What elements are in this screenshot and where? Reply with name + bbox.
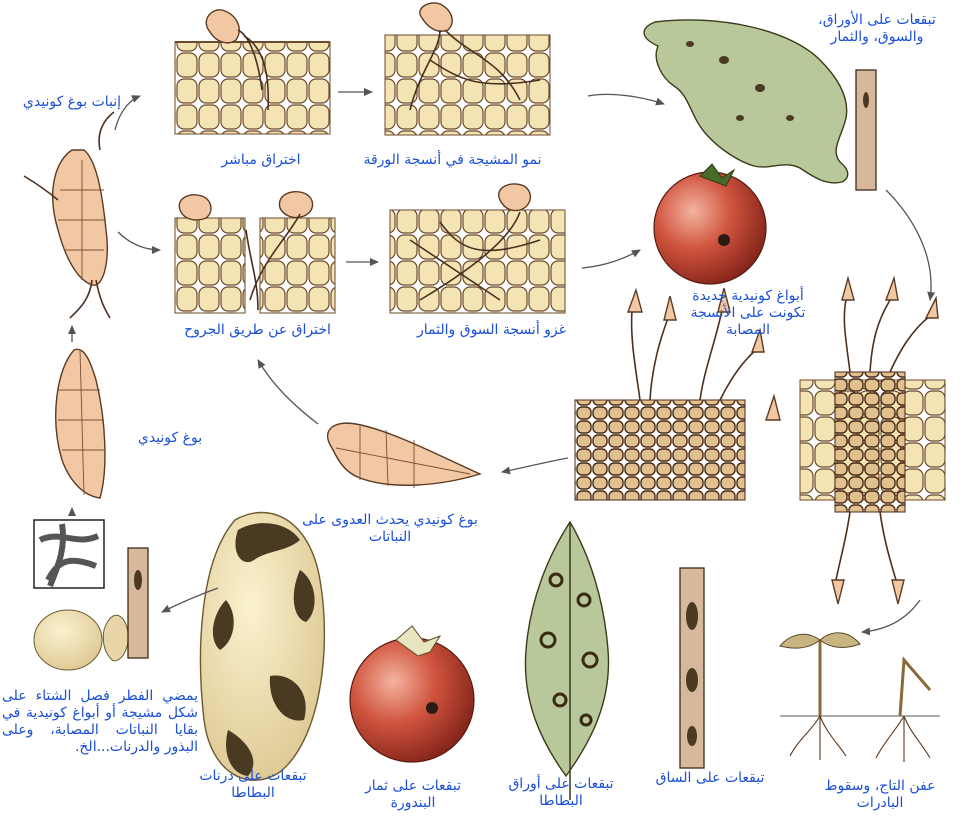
germinating-conidium-illustration [24,112,114,318]
overwintering-illustration [34,520,148,670]
label-overwintering: يمضي الفطر فصل الشتاء على شكل مشيجة أو أ… [2,688,198,756]
label-potato-leaf-lesions: تبقعات على أوراق البطاطا [496,776,626,810]
label-direct-penetration: اختراق مباشر [196,152,326,169]
label-conidium: بوغ كونيدي [120,430,220,447]
label-stem-fruit-invasion: غزو أنسجة السوق والثمار [394,322,589,339]
conidium-illustration [56,349,105,498]
wound-penetration-illustration [175,192,335,313]
label-germination: إنبات بوغ كونيدي [2,94,142,111]
sporulating-lesion-illustration [800,278,945,604]
label-new-conidia: أبواغ كونيدية جديدة تكونت على الأنسجة ال… [678,288,818,339]
infected-tomato-illustration [654,164,766,284]
label-tuber-lesions: تبقعات على درنات البطاطا [198,768,308,802]
infecting-conidium-illustration [328,423,480,488]
mycelium-in-leaf-illustration [385,3,550,135]
label-collar-rot: عفن التاج، وسقوط البادرات [800,778,960,812]
stem-fruit-invasion-illustration [390,184,565,313]
label-tomato-fruit-lesions: تبقعات على ثمار البندورة [350,778,476,812]
infected-potato-leaf-illustration [525,522,608,800]
infected-stem-illustration [680,568,704,768]
label-wound-penetration: اختراق عن طريق الجروح [160,322,355,339]
infected-tomato-fruit-illustration [350,626,474,762]
infected-potato-tuber-illustration [201,513,325,781]
cycle-arrows [72,92,931,632]
label-lesions-leaves-stems-fruits: تبقعات على الأوراق، والسوق، والثمار [802,12,952,46]
label-mycelium-growth: نمو المشيجة في أنسجة الورقة [330,152,575,169]
direct-penetration-illustration [175,10,330,134]
label-stem-lesions: تبقعات على الساق [640,770,780,787]
label-infecting-conidium: بوغ كونيدي يحدث العدوى على النباتات [300,512,480,546]
collar-rot-seedlings-illustration [780,633,940,766]
